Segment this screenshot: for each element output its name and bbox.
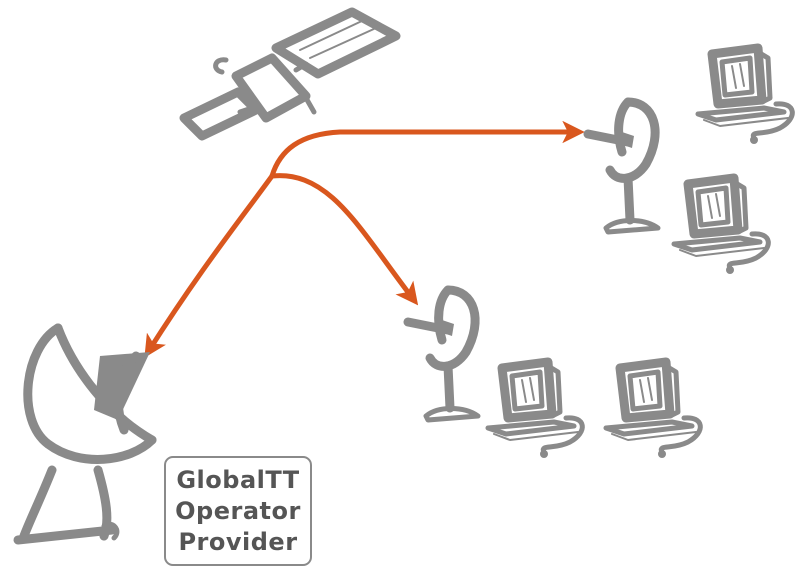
operator-label-line-3: Provider — [178, 527, 298, 556]
satellite-icon — [179, 7, 401, 141]
computer-icon — [606, 362, 700, 458]
satellite-dish-icon — [13, 323, 157, 545]
arrow-to-middle-dish — [269, 173, 419, 306]
operator-label-line-2: Operator — [175, 496, 301, 525]
computer-icon — [488, 362, 582, 458]
signal-arrows — [144, 120, 585, 358]
satellite-dish-icon — [408, 290, 478, 420]
computer-icon — [698, 48, 792, 144]
operator-label-line-1: GlobalTT — [176, 465, 300, 494]
arrow-to-top-dish — [269, 120, 585, 179]
arrow-to-operator — [144, 173, 275, 358]
satellite-dish-icon — [588, 102, 658, 232]
operator-label-box: GlobalTT Operator Provider — [164, 456, 312, 566]
computer-icon — [674, 178, 768, 274]
